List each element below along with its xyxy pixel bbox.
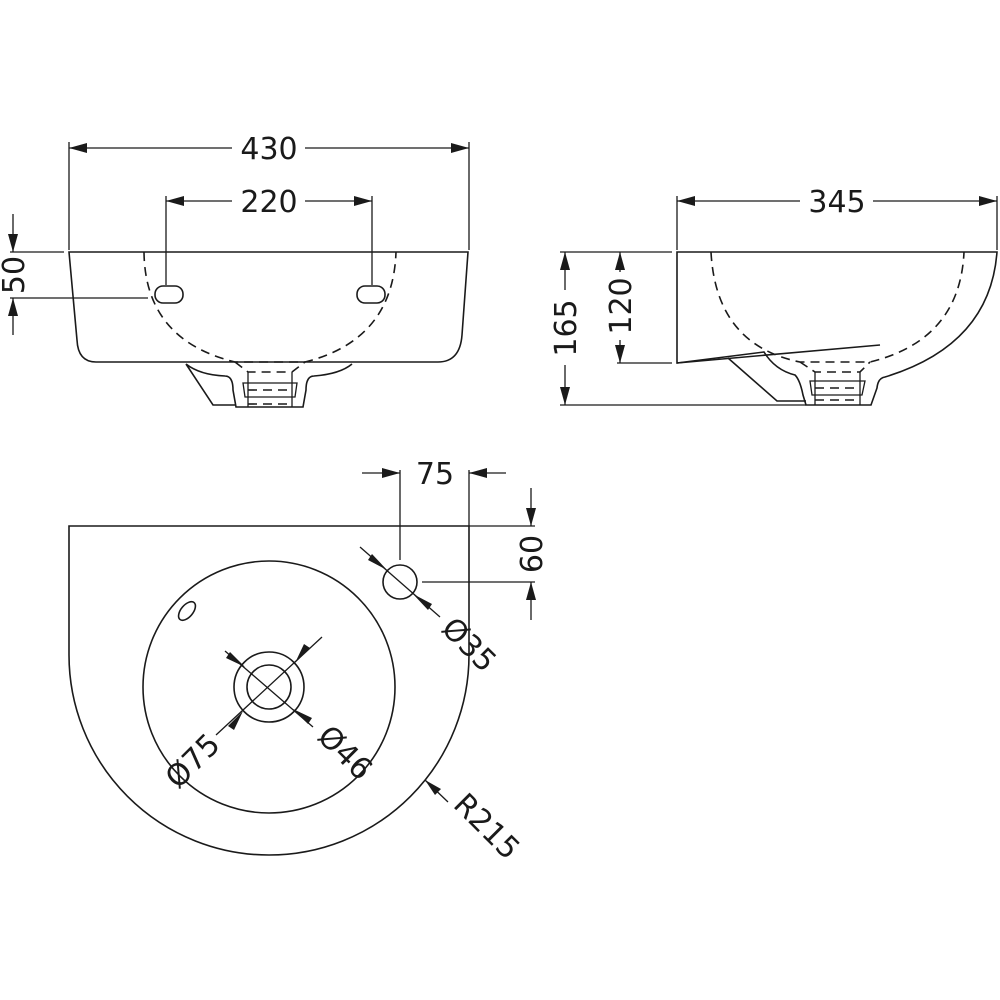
side-view: 345 165 120	[549, 185, 998, 406]
dim-tap-spacing: 220	[240, 185, 297, 220]
waste-outer-ring	[233, 651, 305, 723]
plan-tap-hole	[382, 564, 418, 600]
front-basin-outline	[68, 251, 469, 363]
dim-tap-hole-diameter: Ø35	[434, 611, 502, 679]
plan-bowl	[142, 560, 396, 814]
dim-tap-offset-y: 60	[515, 535, 550, 573]
dim-waste-inner-diameter: Ø46	[310, 719, 378, 787]
waste-inner-ring	[246, 664, 292, 710]
dim-tap-offset-x: 75	[416, 457, 454, 492]
side-bowl-hidden	[710, 251, 965, 363]
tap-hole-left	[154, 285, 184, 304]
overflow-slot	[177, 600, 197, 622]
dim-overall-width: 430	[240, 132, 297, 167]
dim-waste-outer-diameter: Ø75	[159, 727, 227, 795]
plan-outline	[68, 525, 470, 856]
side-basin-outline	[676, 251, 998, 406]
tap-hole-right	[356, 285, 386, 304]
plan-view: 75 60 Ø35 Ø75 Ø46 R215	[68, 457, 550, 867]
dim-bowl-height: 120	[604, 277, 639, 334]
dim-radius: R215	[446, 787, 526, 867]
dim-overflow-height: 50	[0, 256, 32, 294]
front-bowl-hidden	[143, 251, 397, 363]
dim-depth: 345	[808, 185, 865, 220]
dim-total-height: 165	[549, 299, 584, 356]
front-waste-outline	[185, 363, 353, 408]
front-view: 430 220 50	[0, 132, 470, 408]
